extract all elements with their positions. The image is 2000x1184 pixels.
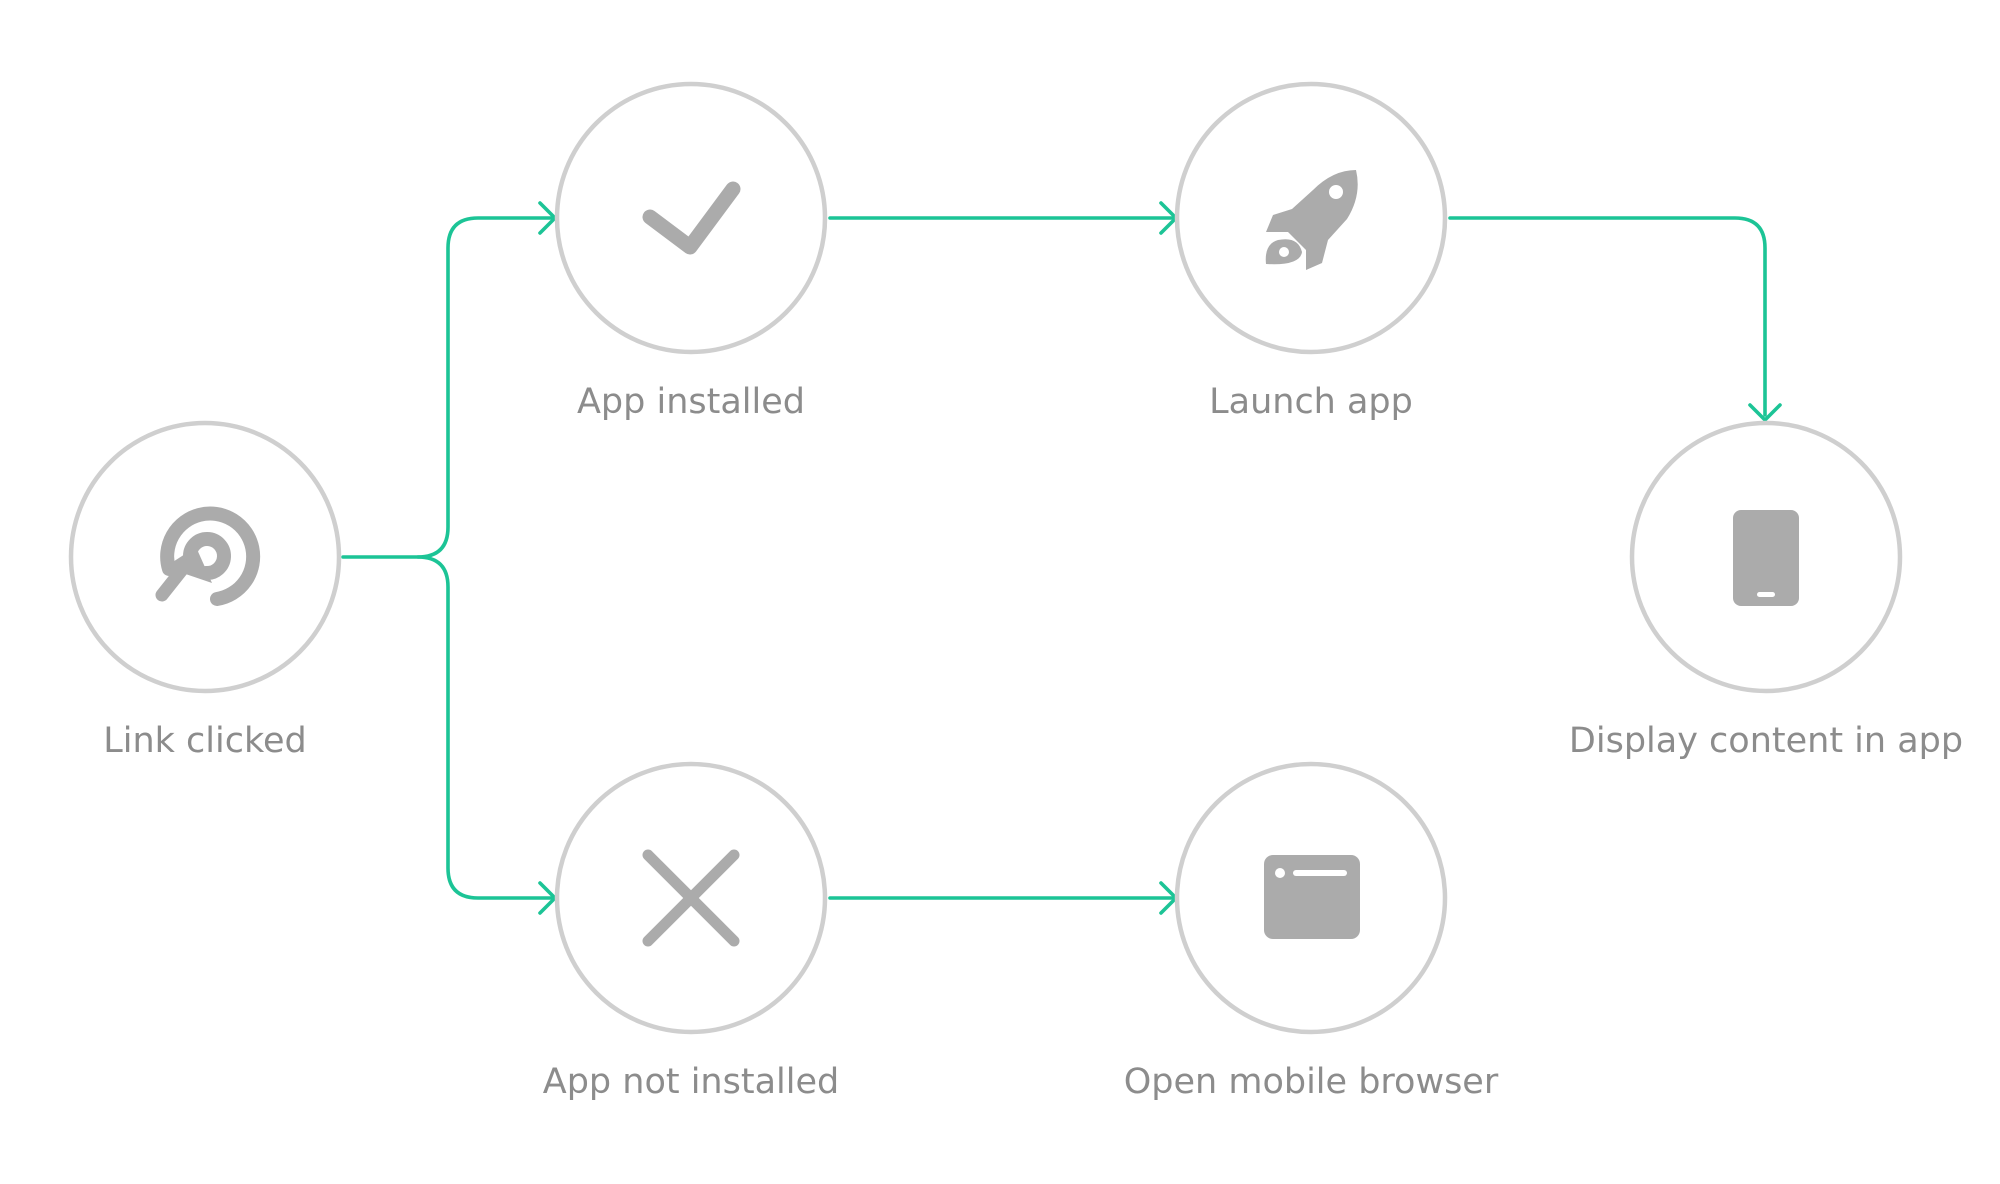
node-label-app-not-installed: App not installed [542,1062,840,1102]
node-label-link-clicked: Link clicked [103,721,307,761]
node-app-installed [554,81,828,355]
node-app-not-installed [554,761,828,1035]
close-x-icon [642,849,740,947]
node-label-open-mobile-browser: Open mobile browser [1123,1062,1499,1102]
node-label-app-installed: App installed [576,382,805,422]
target-cursor-icon [155,506,261,606]
node-link-clicked [68,420,342,694]
node-launch-app [1174,81,1448,355]
node-open-mobile-browser [1174,761,1448,1035]
edge-app-installed-to-launch-app [828,201,1178,235]
edge-link-clicked-to-app-not-installed [416,555,557,915]
edge-launch-app-to-display-content [1448,216,1782,422]
connectors [341,201,1782,915]
node-circle [554,81,828,355]
mobile-device-icon [1733,510,1799,606]
rocket-icon [1265,170,1358,270]
checkmark-icon [642,181,741,255]
edge-app-not-installed-to-open-mobile-browser [828,881,1178,915]
node-label-display-content-in-app: Display content in app [1568,721,1964,761]
node-display-content-in-app [1629,420,1903,694]
node-label-launch-app: Launch app [1209,382,1413,422]
browser-window-icon [1264,855,1360,939]
node-circle [68,420,342,694]
